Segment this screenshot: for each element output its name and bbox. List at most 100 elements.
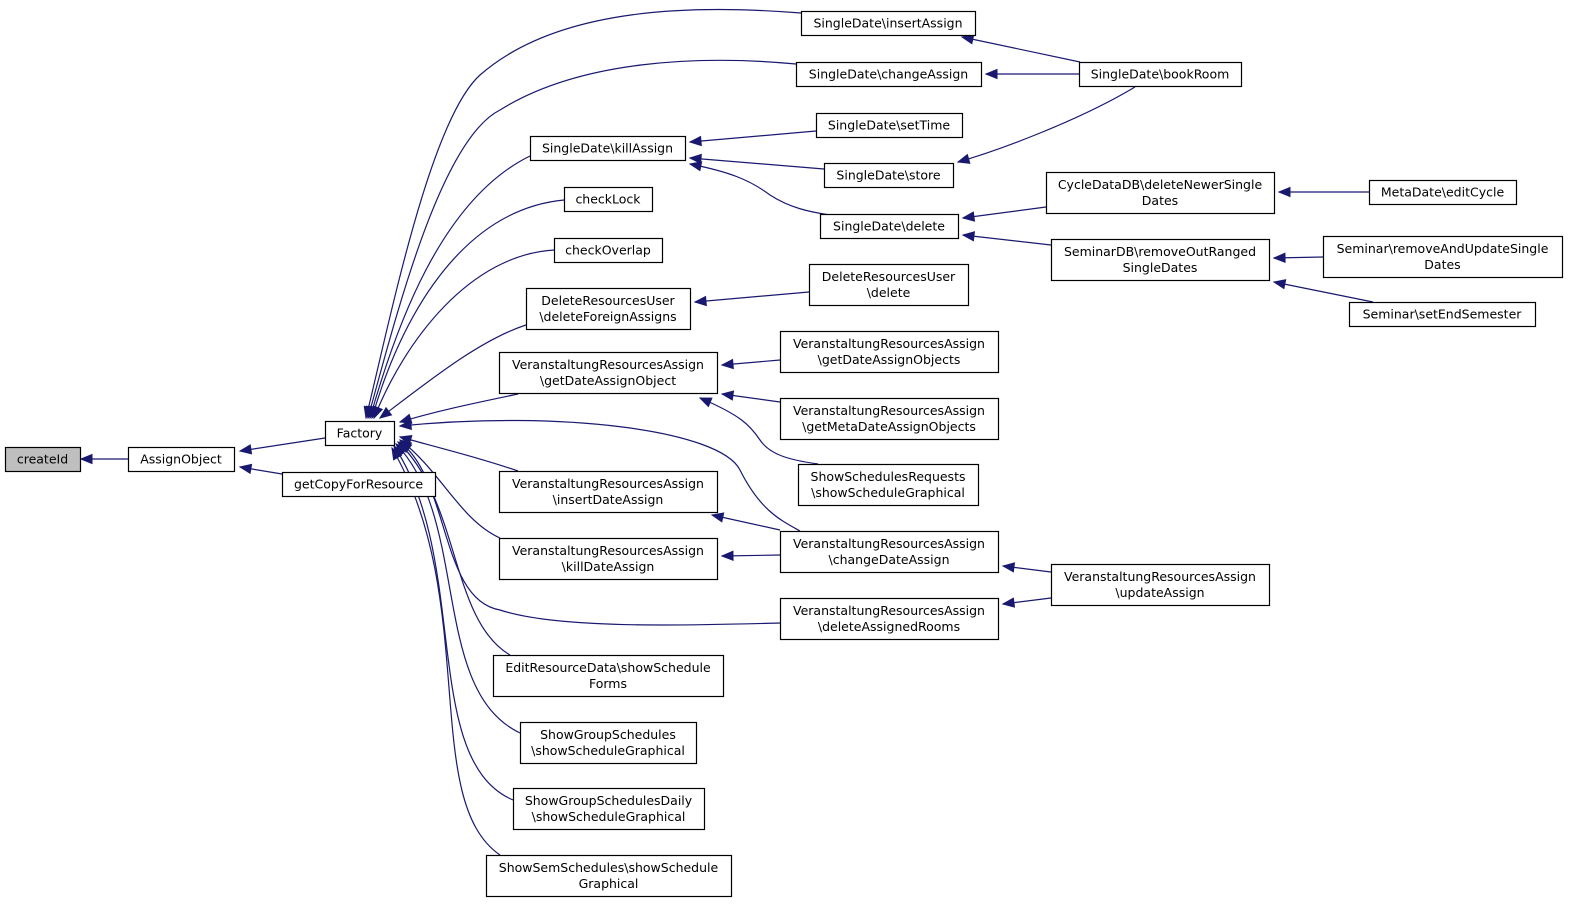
edge-SD_bookRoom-to-SD_insertAssign (960, 34, 1081, 63)
edge-line (689, 157, 825, 170)
node-label: VeranstaltungResourcesAssign (793, 536, 985, 551)
node-SD_store[interactable]: SingleDate\store (823, 162, 955, 189)
arrowhead-icon (238, 444, 253, 455)
node-VRA_getDateAssignObject[interactable]: VeranstaltungResourcesAssign\getDateAssi… (498, 351, 719, 395)
node-box (519, 721, 698, 765)
node-SGS_showScheduleGraphical[interactable]: ShowGroupSchedules\showScheduleGraphical (519, 721, 698, 765)
node-SD_bookRoom[interactable]: SingleDate\bookRoom (1078, 61, 1243, 88)
arrowhead-icon (984, 68, 998, 80)
node-MD_editCycle[interactable]: MetaDate\editCycle (1368, 179, 1518, 206)
edge-line (365, 8, 802, 419)
node-AssignObject[interactable]: AssignObject (127, 446, 236, 473)
edge-VRA_getDateAssignObject-to-Factory (398, 393, 519, 424)
node-box (779, 397, 1000, 441)
edge-line (957, 86, 1136, 163)
edge-SDB_removeOutRangedSingleDates-to-SD_delete (961, 231, 1052, 246)
node-SD_insertAssign[interactable]: SingleDate\insertAssign (800, 10, 977, 37)
node-getCopyForResource[interactable]: getCopyForResource (281, 471, 437, 498)
edge-line (711, 514, 781, 531)
arrowhead-icon (1272, 279, 1287, 290)
node-label: SingleDate\bookRoom (1091, 67, 1230, 82)
edge-line (399, 439, 501, 539)
node-label: \deleteForeignAssigns (539, 309, 676, 324)
node-DRU_delete[interactable]: DeleteResourcesUser\delete (808, 263, 970, 307)
node-SSS_showScheduleGraphical[interactable]: ShowSemSchedules\showScheduleGraphical (485, 854, 733, 898)
edge-line (689, 130, 817, 143)
node-SD_changeAssign[interactable]: SingleDate\changeAssign (795, 61, 983, 88)
edge-SD_delete-to-SD_killAssign (688, 161, 831, 216)
node-label: SingleDate\changeAssign (809, 67, 968, 82)
node-checkOverlap[interactable]: checkOverlap (553, 237, 664, 264)
arrowhead-icon (238, 463, 253, 475)
edge-SD_bookRoom-to-SD_store (956, 86, 1136, 164)
node-label: SingleDate\setTime (828, 118, 951, 133)
node-label: \getDateAssignObjects (818, 352, 961, 367)
node-box (800, 10, 977, 37)
edge-MD_editCycle-to-CDDB_deleteNewerSingleDates (1277, 186, 1369, 198)
edge-line (367, 59, 797, 419)
node-Factory[interactable]: Factory (324, 420, 396, 447)
node-SSR_showScheduleGraphical[interactable]: ShowSchedulesRequests\showScheduleGraphi… (797, 463, 980, 507)
node-box (498, 351, 719, 395)
node-label: Graphical (579, 876, 639, 891)
arrowhead-icon (956, 153, 971, 164)
node-VRA_killDateAssign[interactable]: VeranstaltungResourcesAssign\killDateAss… (498, 537, 719, 581)
arrowhead-icon (1001, 597, 1016, 608)
edge-line (399, 419, 801, 532)
edge-VRA_getMetaDateAssignObjects-to-VRA_getDateAssignObject (720, 390, 781, 403)
node-box (1045, 171, 1276, 215)
edge-line (694, 291, 810, 303)
node-box (797, 463, 980, 507)
edge-line (369, 155, 531, 419)
node-SD_delete[interactable]: SingleDate\delete (819, 213, 960, 240)
edge-VRA_changeDateAssign-to-Factory (398, 419, 801, 532)
node-label: \getDateAssignObject (540, 373, 676, 388)
arrowhead-icon (688, 161, 703, 172)
node-label: SeminarDB\removeOutRanged (1064, 244, 1256, 259)
edge-SSS_showScheduleGraphical-to-Factory (391, 446, 501, 856)
node-box (492, 654, 725, 698)
node-VRA_insertDateAssign[interactable]: VeranstaltungResourcesAssign\insertDateA… (498, 470, 719, 514)
node-checkLock[interactable]: checkLock (563, 186, 654, 213)
node-SD_setTime[interactable]: SingleDate\setTime (815, 112, 964, 139)
node-label: SingleDate\store (836, 168, 940, 183)
node-SD_killAssign[interactable]: SingleDate\killAssign (529, 135, 687, 162)
edge-VRA_changeDateAssign-to-VRA_killDateAssign (720, 550, 781, 562)
edge-DRU_delete-to-DRU_deleteForeignAssigns (693, 291, 810, 307)
arrowhead-icon (1277, 186, 1291, 198)
node-box (281, 471, 437, 498)
node-label: VeranstaltungResourcesAssign (793, 603, 985, 618)
node-box (1322, 235, 1564, 279)
edge-SD_setTime-to-SD_killAssign (688, 130, 817, 147)
node-label: Forms (589, 676, 627, 691)
node-box (1050, 563, 1271, 607)
node-label: \updateAssign (1115, 585, 1204, 600)
node-VRA_updateAssign[interactable]: VeranstaltungResourcesAssign\updateAssig… (1050, 563, 1271, 607)
edges-layer (79, 8, 1374, 856)
node-Sem_setEndSemester[interactable]: Seminar\setEndSemester (1348, 301, 1537, 328)
node-box (563, 186, 654, 213)
node-VRA_getMetaDateAssignObjects[interactable]: VeranstaltungResourcesAssign\getMetaDate… (779, 397, 1000, 441)
node-createId[interactable]: createId (4, 446, 82, 473)
edge-DRU_deleteForeignAssigns-to-Factory (378, 324, 527, 419)
node-VRA_changeDateAssign[interactable]: VeranstaltungResourcesAssign\changeDateA… (779, 530, 1000, 574)
node-VRA_deleteAssignedRooms[interactable]: VeranstaltungResourcesAssign\deleteAssig… (779, 597, 1000, 641)
arrowhead-icon (378, 406, 393, 419)
edge-line (393, 445, 514, 801)
edge-line (391, 447, 501, 856)
node-SGSD_showScheduleGraphical[interactable]: ShowGroupSchedulesDaily\showScheduleGrap… (512, 787, 706, 831)
edge-line (373, 249, 555, 419)
node-DRU_deleteForeignAssigns[interactable]: DeleteResourcesUser\deleteForeignAssigns (525, 287, 692, 331)
node-label: CycleDataDB\deleteNewerSingle (1058, 177, 1263, 192)
node-VRA_getDateAssignObjects[interactable]: VeranstaltungResourcesAssign\getDateAssi… (779, 330, 1000, 374)
arrowhead-icon (960, 34, 975, 45)
edge-AssignObject-to-createId (79, 453, 128, 465)
node-label: EditResourceData\showSchedule (505, 660, 711, 675)
node-box (815, 112, 964, 139)
edge-line (399, 441, 781, 626)
